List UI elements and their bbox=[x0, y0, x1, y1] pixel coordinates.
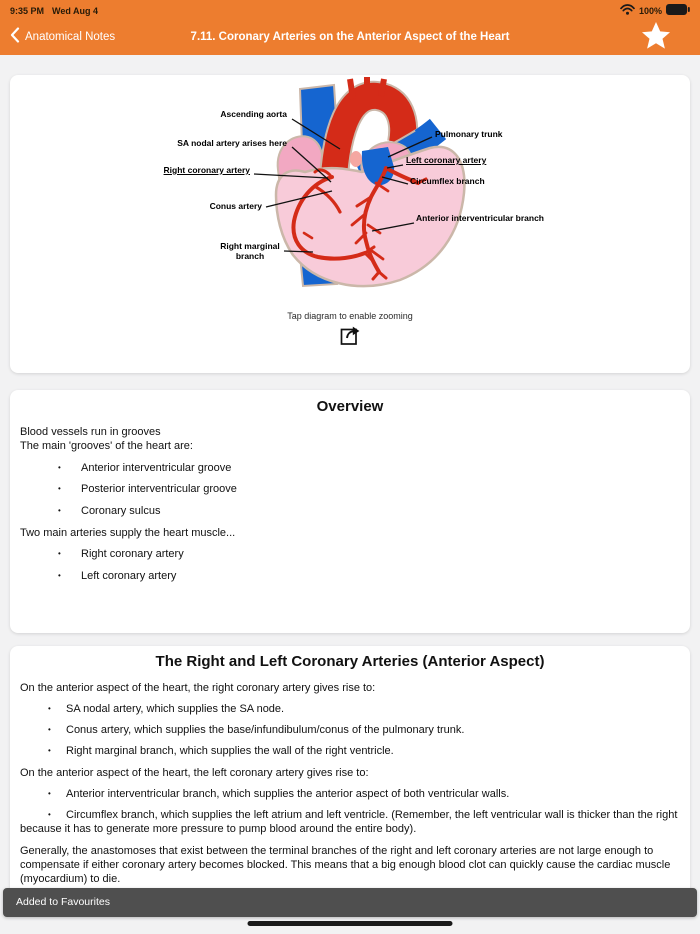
nav-bar: Anatomical Notes 7.11. Coronary Arteries… bbox=[0, 18, 700, 55]
bullet-dot: • bbox=[48, 746, 51, 755]
list-item: •Coronary sulcus bbox=[58, 504, 161, 517]
aorta-shape bbox=[320, 82, 417, 196]
list-item: •Circumflex branch, which supplies the l… bbox=[20, 809, 678, 835]
label-anterior-interventricular: Anterior interventricular branch bbox=[416, 213, 545, 223]
toast-message: Added to Favourites bbox=[16, 896, 110, 908]
arteries-para-2: On the anterior aspect of the heart, the… bbox=[20, 767, 369, 779]
label-lines bbox=[253, 118, 433, 253]
overview-para-3: Two main arteries supply the heart muscl… bbox=[20, 526, 236, 539]
toast-added-to-favourites: Added to Favourites bbox=[3, 888, 697, 917]
wifi-icon bbox=[620, 4, 635, 17]
back-label: Anatomical Notes bbox=[25, 30, 116, 43]
bullet-dot: • bbox=[48, 704, 51, 713]
list-item: •Conus artery, which supplies the base/i… bbox=[48, 724, 465, 736]
list-item: •SA nodal artery, which supplies the SA … bbox=[48, 703, 285, 715]
diagram-card: Ascending aorta SA nodal artery arises h… bbox=[10, 75, 690, 373]
arteries-para-3: Generally, the anastomoses that exist be… bbox=[20, 845, 671, 885]
arteries-card: The Right and Left Coronary Arteries (An… bbox=[10, 646, 690, 900]
bullet-dot: • bbox=[48, 810, 51, 819]
overview-card: Overview Blood vessels run in grooves Th… bbox=[10, 390, 690, 633]
list-item: •Anterior interventricular groove bbox=[58, 461, 232, 474]
arteries-title: The Right and Left Coronary Arteries (An… bbox=[155, 653, 545, 670]
arteries-para-1: On the anterior aspect of the heart, the… bbox=[20, 682, 376, 694]
status-bar: 9:35 PM Wed Aug 4 100% bbox=[0, 0, 700, 18]
app-header: 9:35 PM Wed Aug 4 100% bbox=[0, 0, 700, 55]
list-item: •Anterior interventricular branch, which… bbox=[48, 788, 510, 800]
favourite-star-icon[interactable] bbox=[640, 20, 672, 57]
page-title: 7.11. Coronary Arteries on the Anterior … bbox=[190, 30, 510, 43]
list-item: •Right coronary artery bbox=[58, 548, 184, 560]
label-left-coronary: Left coronary artery bbox=[406, 155, 487, 165]
label-circumflex: Circumflex branch bbox=[410, 176, 485, 186]
label-right-coronary: Right coronary artery bbox=[163, 165, 250, 175]
battery-percent: 100% bbox=[638, 5, 662, 16]
coronary-arteries bbox=[291, 166, 428, 281]
status-date: Wed Aug 4 bbox=[52, 5, 99, 16]
battery-icon bbox=[666, 4, 690, 17]
overview-line-2: The main 'grooves' of the heart are: bbox=[20, 440, 193, 452]
label-sa-nodal: SA nodal artery arises here bbox=[177, 138, 287, 148]
bullet-dot: • bbox=[48, 725, 51, 734]
back-button[interactable]: Anatomical Notes bbox=[10, 27, 115, 46]
label-right-marginal: Right marginal branch bbox=[220, 241, 280, 261]
heart-diagram[interactable]: Ascending aorta SA nodal artery arises h… bbox=[10, 75, 690, 308]
status-time: 9:35 PM bbox=[10, 5, 45, 16]
label-ascending-aorta: Ascending aorta bbox=[220, 109, 287, 119]
share-icon[interactable] bbox=[339, 324, 361, 351]
zoom-hint-caption: Tap diagram to enable zooming bbox=[287, 311, 413, 321]
label-pulmonary-trunk: Pulmonary trunk bbox=[435, 129, 503, 139]
label-conus: Conus artery bbox=[209, 201, 262, 211]
home-indicator[interactable] bbox=[247, 921, 453, 926]
bullet-dot: • bbox=[58, 484, 61, 493]
chevron-left-icon bbox=[10, 27, 20, 46]
pulmonary-root-shape bbox=[361, 147, 395, 186]
overview-title: Overview bbox=[316, 398, 384, 415]
list-item: •Right marginal branch, which supplies t… bbox=[48, 745, 394, 757]
overview-line-1: Blood vessels run in grooves bbox=[20, 426, 161, 438]
bullet-dot: • bbox=[58, 549, 61, 558]
bullet-dot: • bbox=[48, 789, 51, 798]
bullet-dot: • bbox=[58, 505, 61, 515]
list-item: •Left coronary artery bbox=[58, 569, 177, 582]
list-item: •Posterior interventricular groove bbox=[58, 483, 237, 495]
bullet-dot: • bbox=[58, 570, 61, 580]
bullet-dot: • bbox=[58, 462, 61, 472]
